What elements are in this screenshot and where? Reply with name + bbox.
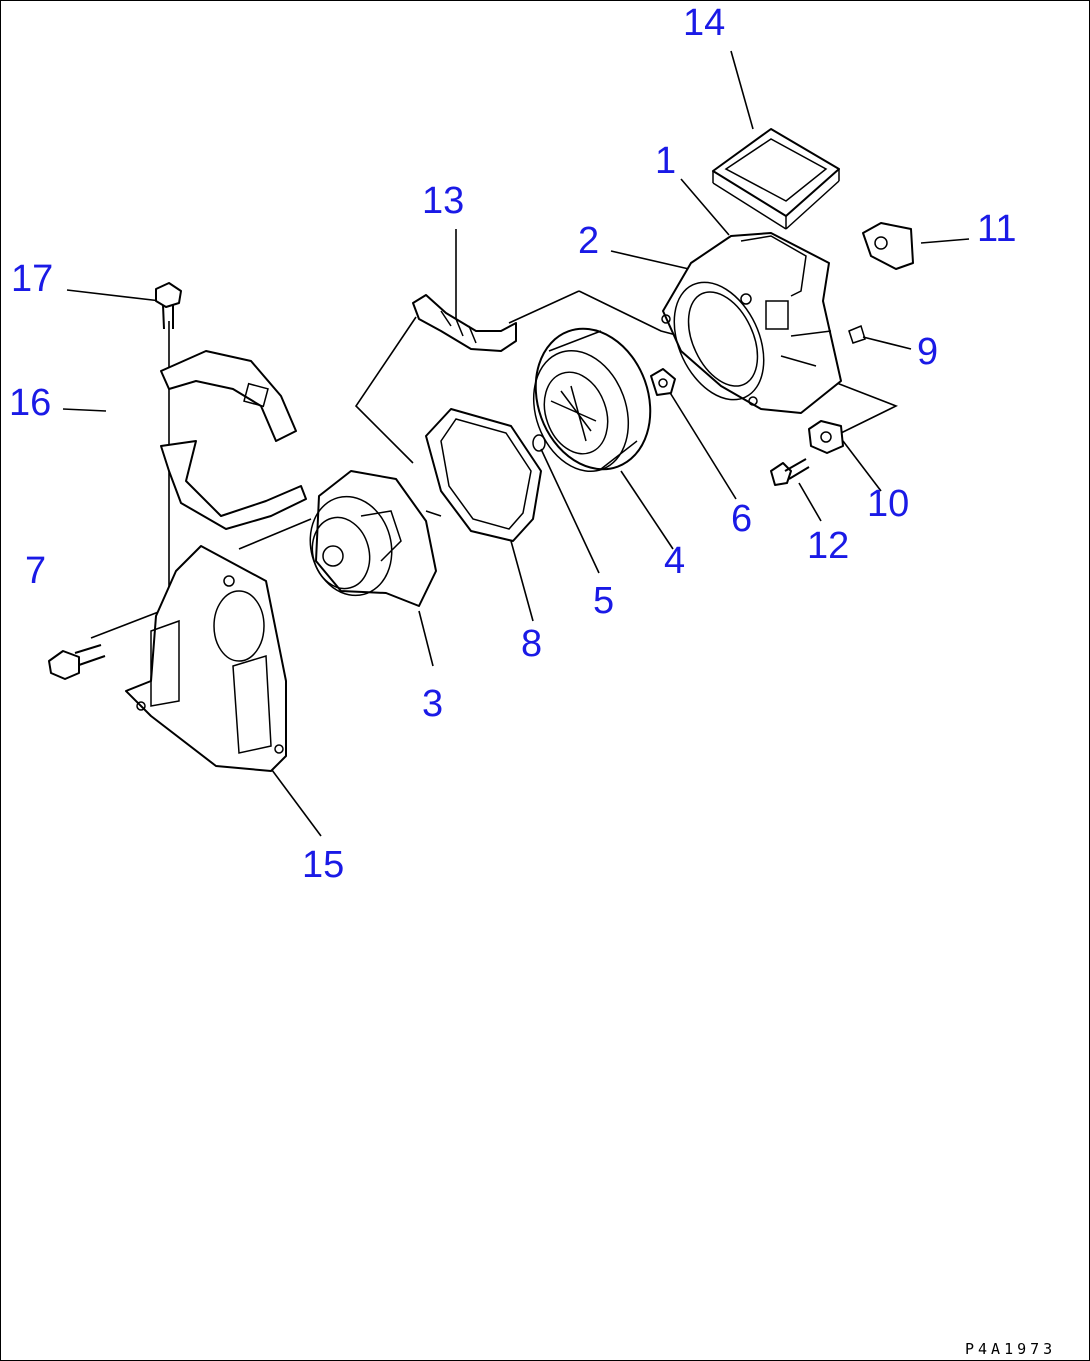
callout-17: 17 — [11, 258, 53, 300]
callout-7: 7 — [25, 550, 46, 592]
callout-2: 2 — [578, 220, 599, 262]
callout-6: 6 — [731, 498, 752, 540]
callout-4: 4 — [664, 540, 685, 582]
callout-3: 3 — [422, 683, 443, 725]
part-7-bolt — [48, 644, 106, 680]
callout-8: 8 — [521, 623, 542, 665]
part-4-fan — [532, 327, 652, 473]
callout-15: 15 — [302, 844, 344, 886]
callout-10: 10 — [867, 483, 909, 525]
part-6-nut — [650, 368, 676, 396]
callout-1: 1 — [655, 140, 676, 182]
drawing-code: P4A1973 — [965, 1340, 1056, 1358]
part-5-washer — [532, 434, 546, 452]
part-11-bracket — [862, 222, 914, 270]
callout-5: 5 — [593, 580, 614, 622]
part-8-gasket — [425, 408, 542, 542]
callout-labels: 1 2 3 4 5 6 7 8 9 10 11 12 13 14 15 16 1… — [9, 2, 1016, 886]
part-13-hose — [412, 294, 517, 352]
part-10-resistor — [808, 420, 844, 454]
part-9-clip — [848, 324, 866, 344]
part-15-cover — [125, 545, 287, 772]
part-3-motor — [309, 470, 442, 607]
callout-13: 13 — [422, 180, 464, 222]
part-14-seal — [712, 128, 840, 230]
part-16-straps — [160, 350, 307, 530]
part-12-screw — [770, 458, 810, 486]
callout-11: 11 — [977, 208, 1016, 250]
callout-16: 16 — [9, 382, 51, 424]
callout-12: 12 — [807, 525, 849, 567]
part-1-blower-case — [661, 232, 842, 414]
callout-9: 9 — [917, 331, 938, 373]
leader-lines — [62, 50, 970, 837]
callout-14: 14 — [683, 2, 725, 44]
part-17-bolt — [155, 282, 182, 330]
